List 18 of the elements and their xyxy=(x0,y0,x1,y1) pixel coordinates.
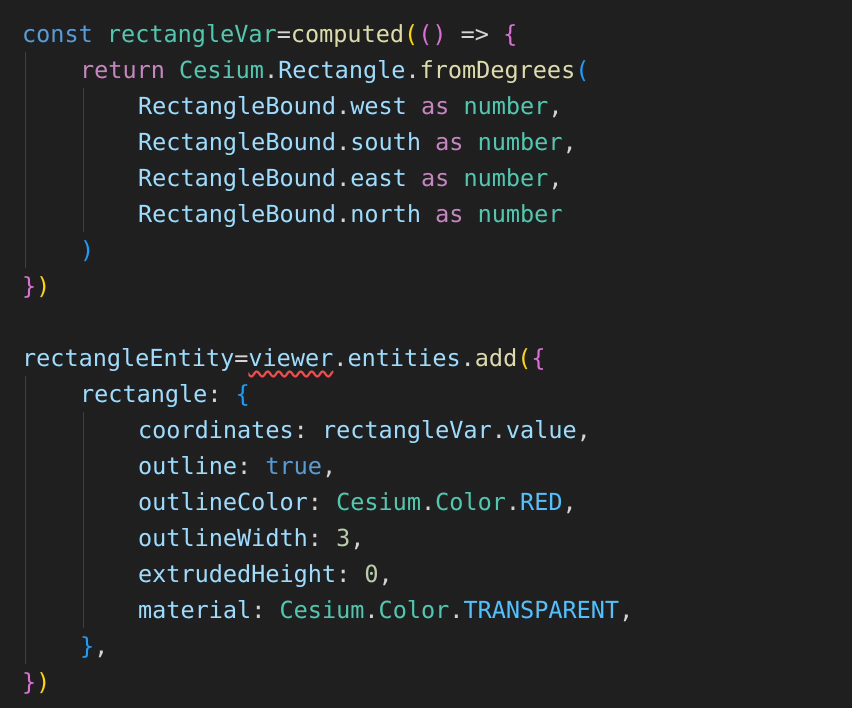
code-line: outlineWidth: 3, xyxy=(138,523,364,553)
code-line: }) xyxy=(22,271,50,301)
code-line: const rectangleVar=computed(() => { xyxy=(22,19,518,49)
code-line: RectangleBound.north as number xyxy=(138,199,562,229)
code-line: return Cesium.Rectangle.fromDegrees( xyxy=(80,55,590,85)
code-line: }) xyxy=(22,667,50,697)
code-line: }, xyxy=(80,631,108,661)
code-line: outline: true, xyxy=(138,451,336,481)
code-line: rectangle: { xyxy=(80,379,250,409)
code-line: outlineColor: Cesium.Color.RED, xyxy=(138,487,577,517)
code-line: material: Cesium.Color.TRANSPARENT, xyxy=(138,595,634,625)
code-line: RectangleBound.south as number, xyxy=(138,127,577,157)
code-line: RectangleBound.west as number, xyxy=(138,91,562,121)
code-line: ) xyxy=(80,235,94,265)
code-line: extrudedHeight: 0, xyxy=(138,559,393,589)
code-line: RectangleBound.east as number, xyxy=(138,163,562,193)
code-line: rectangleEntity=viewer.entities.add({ xyxy=(22,343,546,373)
code-line: coordinates: rectangleVar.value, xyxy=(138,415,591,445)
